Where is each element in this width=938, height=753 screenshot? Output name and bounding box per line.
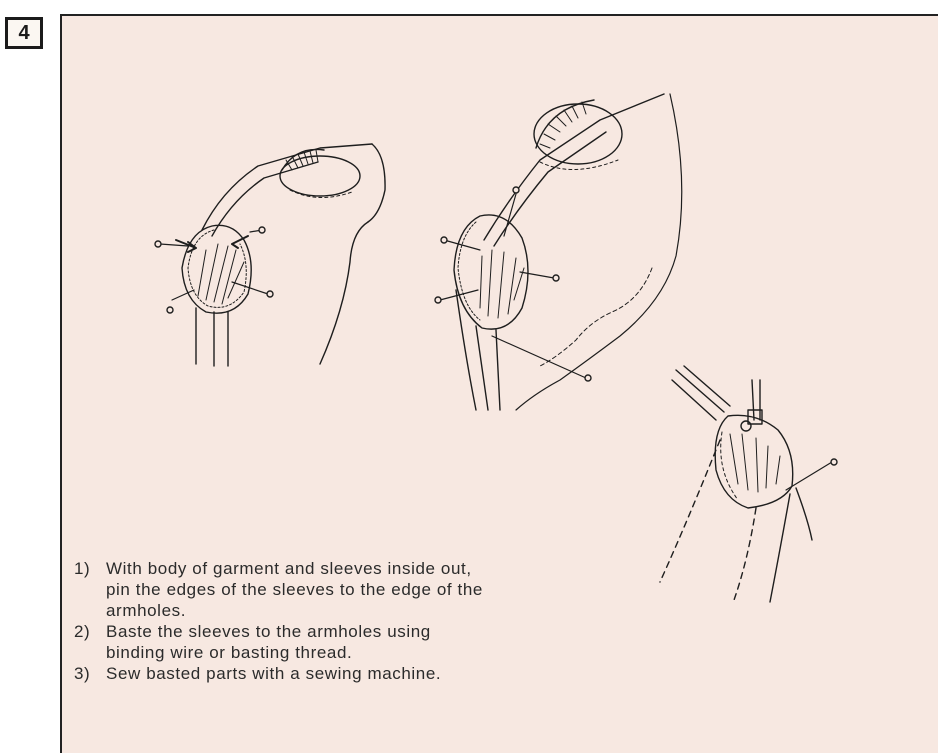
- instruction-step: 1) With body of garment and sleeves insi…: [74, 558, 494, 621]
- step-index: 1): [74, 558, 106, 621]
- step-text: With body of garment and sleeves inside …: [106, 558, 494, 621]
- step-index: 3): [74, 663, 106, 684]
- figure-baste-sleeve: [435, 94, 682, 410]
- instruction-step: 3) Sew basted parts with a sewing machin…: [74, 663, 494, 684]
- step-text: Sew basted parts with a sewing machine.: [106, 663, 494, 684]
- figure-pin-sleeve: [155, 144, 385, 366]
- step-index: 2): [74, 621, 106, 663]
- step-text: Baste the sleeves to the armholes using …: [106, 621, 494, 663]
- figure-sew-sleeve: [660, 366, 837, 602]
- instructions-list: 1) With body of garment and sleeves insi…: [74, 558, 494, 684]
- instruction-step: 2) Baste the sleeves to the armholes usi…: [74, 621, 494, 663]
